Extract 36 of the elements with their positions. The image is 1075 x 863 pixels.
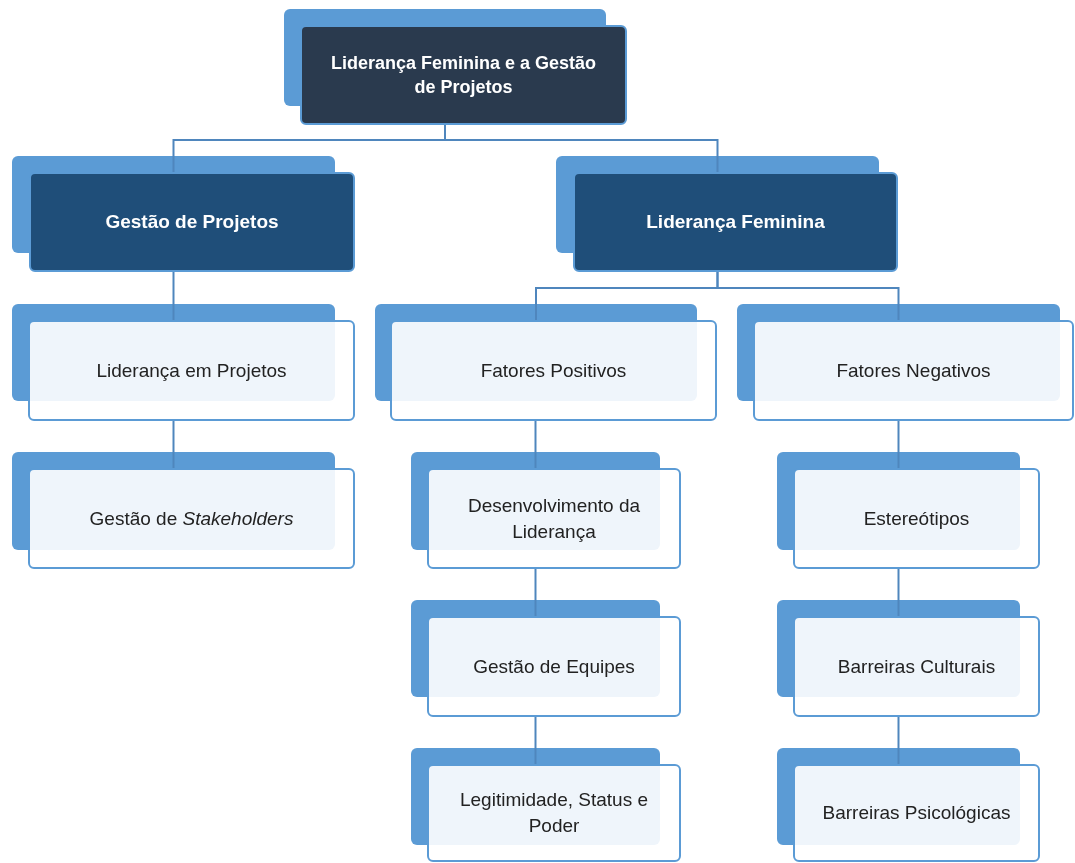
connector-line	[534, 716, 537, 765]
box-label: Liderança Feminina	[646, 210, 825, 235]
heading-box	[300, 25, 627, 125]
box-label: Gestão de Projetos	[105, 210, 279, 235]
box-label: Gestão de Equipes	[473, 654, 635, 679]
topic-box	[28, 320, 355, 421]
topic-box	[753, 320, 1074, 421]
box-label: Barreiras Psicológicas	[822, 801, 1011, 826]
heading-box	[29, 172, 355, 272]
topic-box	[427, 764, 681, 862]
connector-line	[716, 271, 900, 321]
heading-box	[573, 172, 898, 272]
topic-box	[427, 616, 681, 717]
topic-box	[427, 468, 681, 569]
connector-line	[534, 568, 537, 617]
box-label: Barreiras Culturais	[837, 654, 996, 679]
topic-box	[390, 320, 717, 421]
connector-line	[172, 271, 175, 321]
box-label: Desenvolvimento da Liderança	[466, 493, 642, 544]
box-label: Fatores Negativos	[836, 358, 991, 383]
connector-line	[897, 420, 900, 469]
connector-line	[444, 124, 719, 173]
connector-line	[897, 716, 900, 765]
box-label: Estereótipos	[863, 506, 970, 531]
box-label: Gestão de Stakeholders	[89, 506, 294, 531]
box-label: Legitimidade, Status e Poder	[459, 788, 649, 838]
box-label: Fatores Positivos	[480, 358, 627, 383]
connector-line	[172, 420, 175, 469]
topic-box	[793, 764, 1040, 862]
connector-line	[534, 420, 537, 469]
box-label: Liderança Feminina e a Gestão de Projetos	[329, 51, 598, 99]
box-label: Liderança em Projetos	[96, 358, 287, 383]
topic-box	[793, 468, 1040, 569]
connector-line	[897, 568, 900, 617]
topic-box	[28, 468, 355, 569]
topic-box	[793, 616, 1040, 717]
